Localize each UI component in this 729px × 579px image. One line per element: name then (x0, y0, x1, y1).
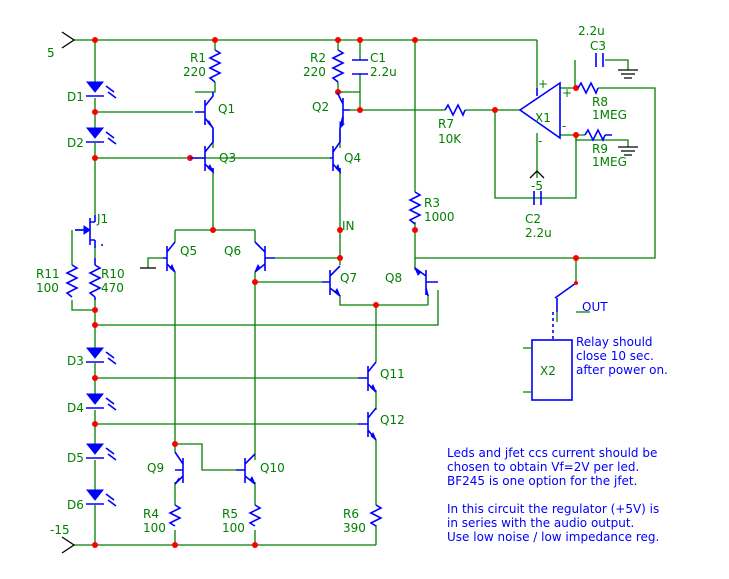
value-r1: 220 (183, 65, 206, 79)
label-r8: R8 (592, 95, 608, 109)
label-in: IN (342, 219, 355, 233)
label-j1: J1 (96, 212, 108, 226)
power-terminal-neg15: -15 (50, 523, 76, 554)
ground-symbols (140, 69, 638, 269)
label-d1: D1 (67, 90, 84, 104)
label-q2: Q2 (312, 100, 329, 114)
label-r2: R2 (310, 51, 326, 65)
junctions (92, 37, 579, 548)
value-r7: 10K (438, 132, 462, 146)
label-r7: R7 (438, 117, 454, 131)
label-c2: C2 (525, 212, 541, 226)
label-neg5: -5 (531, 179, 543, 193)
value-r3: 1000 (424, 210, 455, 224)
value-r6: 390 (343, 521, 366, 535)
opamp-x1: X1 + - + - -5 (518, 77, 572, 193)
label-q11: Q11 (380, 367, 405, 381)
label-q3: Q3 (219, 151, 236, 165)
label-opamp-pin-minus: - (562, 119, 566, 133)
label-q4: Q4 (344, 151, 361, 165)
label-d4: D4 (67, 401, 84, 415)
label-q7: Q7 (340, 271, 357, 285)
value-r10: 470 (101, 281, 124, 295)
relay-note-line-2: close 10 sec. (576, 349, 654, 363)
label-r5: R5 (222, 507, 238, 521)
value-r11: 100 (36, 281, 59, 295)
label-q10: Q10 (260, 461, 285, 475)
value-r8: 1MEG (592, 108, 627, 122)
design-note-line-5: In this circuit the regulator (+5V) is (447, 502, 659, 516)
value-r4: 100 (143, 521, 166, 535)
label-q8: Q8 (385, 271, 402, 285)
label-opamp-plus: + (538, 77, 548, 91)
label-r11: R11 (36, 267, 60, 281)
led-column: D1 D2 D3 D4 D5 D6 (67, 81, 117, 512)
label-out: OUT (582, 300, 608, 314)
value-r5: 100 (222, 521, 245, 535)
label-q9: Q9 (147, 461, 164, 475)
label-x1: X1 (535, 111, 551, 125)
label-d3: D3 (67, 354, 84, 368)
label-c1: C1 (370, 51, 386, 65)
relay-note-line-3: after power on. (576, 363, 668, 377)
value-c1: 2.2u (370, 65, 397, 79)
label-x2: X2 (540, 364, 556, 378)
design-note-line-7: Use low noise / low impedance reg. (447, 530, 659, 544)
label-q12: Q12 (380, 413, 405, 427)
label-q1: Q1 (218, 102, 235, 116)
label-r6: R6 (343, 507, 359, 521)
label-d6: D6 (67, 498, 84, 512)
design-notes: Leds and jfet ccs current should be chos… (447, 446, 659, 544)
label-c3: C3 (590, 39, 606, 53)
label-q5: Q5 (180, 244, 197, 258)
resistors: R1 220 R2 220 R3 1000 R4 100 R5 100 R6 3… (36, 49, 627, 535)
label-r1: R1 (190, 51, 206, 65)
label-5v: 5 (47, 46, 55, 60)
relay-note: Relay should close 10 sec. after power o… (576, 335, 668, 377)
capacitors: C1 2.2u C2 2.2u 2.2u C3 (352, 24, 606, 240)
label-r4: R4 (143, 507, 159, 521)
label-r3: R3 (424, 196, 440, 210)
value-c2: 2.2u (525, 226, 552, 240)
design-note-line-2: chosen to obtain Vf=2V per led. (447, 460, 639, 474)
label-opamp-minus: - (538, 134, 542, 148)
label-r9: R9 (592, 142, 608, 156)
value-c3: 2.2u (578, 24, 605, 38)
power-terminal-5v: 5 (47, 31, 76, 60)
design-note-line-3: BF245 is one option for the jfet. (447, 474, 637, 488)
jfet-j1: J1 (75, 212, 108, 248)
label-d5: D5 (67, 451, 84, 465)
relay-note-line-1: Relay should (576, 335, 653, 349)
label-opamp-pin-plus: + (562, 86, 572, 100)
label-q6: Q6 (224, 244, 241, 258)
label-d2: D2 (67, 136, 84, 150)
design-note-line-6: in series with the audio output. (447, 516, 634, 530)
label-r10: R10 (101, 267, 125, 281)
relay-x2: X2 OUT (523, 281, 608, 401)
label-neg15: -15 (50, 523, 70, 537)
design-note-line-1: Leds and jfet ccs current should be (447, 446, 657, 460)
transistors: Q1 Q2 Q3 Q4 Q5 Q6 Q7 Q8 Q9 Q10 Q11 Q12 I… (147, 92, 438, 485)
value-r2: 220 (303, 65, 326, 79)
value-r9: 1MEG (592, 155, 627, 169)
